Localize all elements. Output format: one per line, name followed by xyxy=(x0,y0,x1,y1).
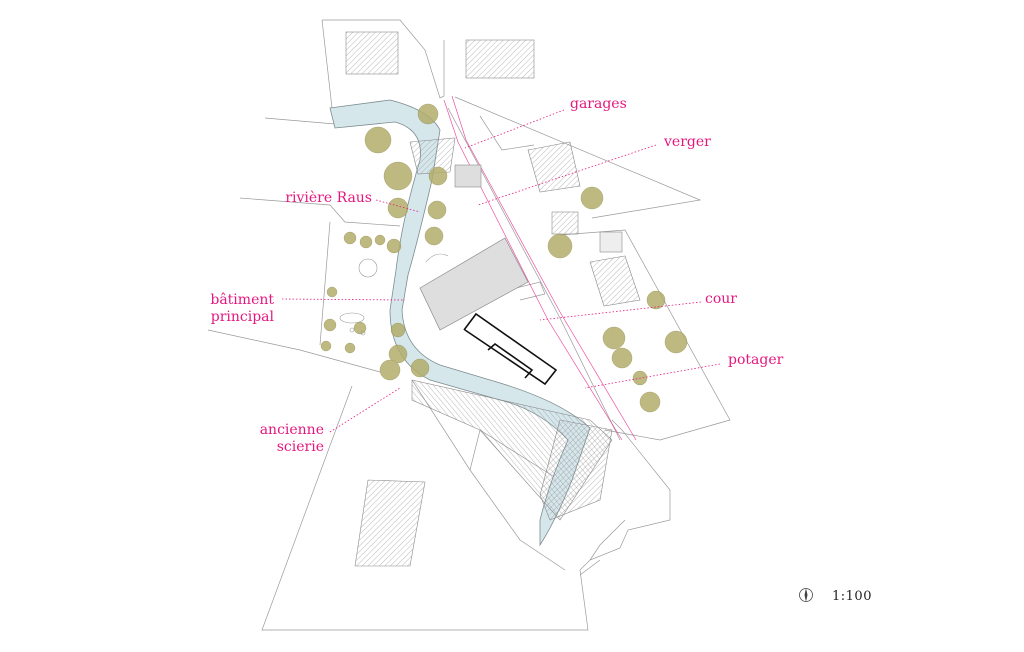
new-building xyxy=(463,312,558,386)
label-batiment-principal: bâtiment principal xyxy=(210,292,274,325)
main-building xyxy=(419,237,529,331)
north-arrow-icon xyxy=(799,588,813,602)
river xyxy=(329,99,591,547)
label-cour: cour xyxy=(705,291,737,307)
trees xyxy=(320,103,688,413)
scale-label: 1:100 xyxy=(832,589,872,604)
parcel-lines xyxy=(207,19,731,631)
label-ancienne-scierie: ancienne scierie xyxy=(259,422,324,455)
road-lines xyxy=(443,95,637,441)
label-garages: garages xyxy=(570,96,627,112)
label-verger: verger xyxy=(664,134,711,150)
leader-lines xyxy=(281,109,721,433)
hatched-buildings xyxy=(345,31,641,567)
site-details xyxy=(339,253,449,336)
label-riviere-raus: rivière Raus xyxy=(285,190,372,206)
outbuilding xyxy=(454,164,482,188)
label-potager: potager xyxy=(728,352,784,368)
shed xyxy=(599,231,623,253)
